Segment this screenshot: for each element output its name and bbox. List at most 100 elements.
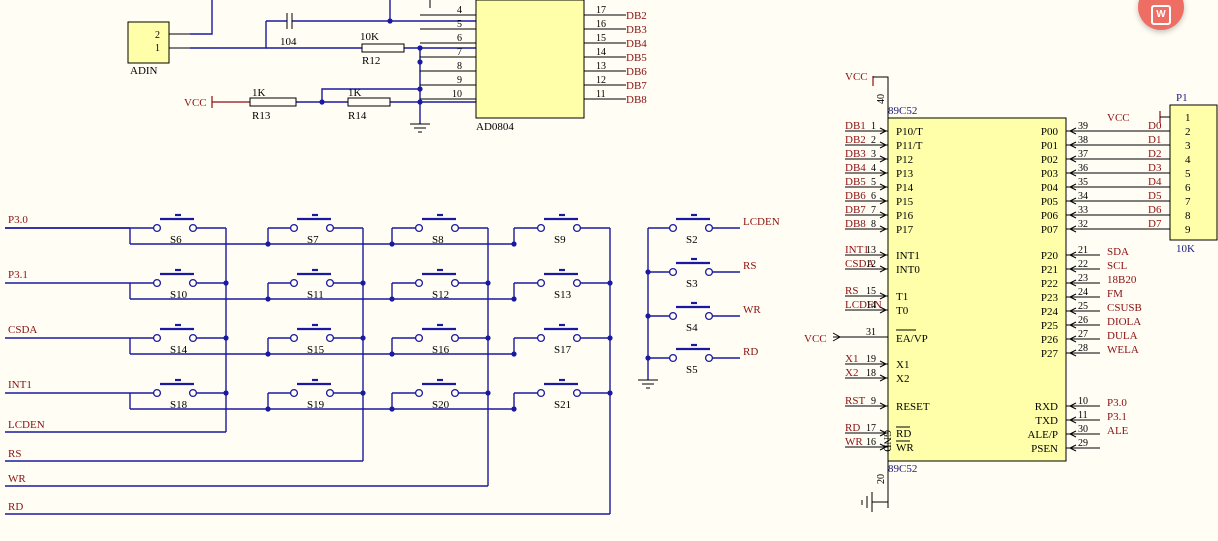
mcu-pin-reset-num: 9 (871, 396, 876, 407)
p1-pin-6: 6 (1185, 182, 1191, 194)
mcu-PSEN-num: 29 (1078, 438, 1088, 449)
S12-contact-right (450, 278, 460, 288)
adc-net-DB5: DB5 (626, 52, 647, 64)
mcu-pin-T0-arrow (879, 306, 888, 314)
mcu-pin-T1-label: T1 (896, 291, 908, 303)
mcu-pin-P15-num: 6 (871, 191, 876, 202)
mcu-D3-net: D3 (1148, 162, 1162, 174)
parts-layer (127, 0, 1218, 512)
mcu-ALE-P-num: 30 (1078, 424, 1088, 435)
mcu-pin-T0-num: 14 (866, 300, 876, 311)
mcu-pin-P16-arrow (879, 211, 888, 219)
mcu-top-name: 89C52 (888, 105, 917, 117)
mcu-pin-P10-T-label: P10/T (896, 126, 923, 138)
mcu-P24-net: CSUSB (1107, 302, 1142, 314)
S11-label: S11 (307, 289, 324, 301)
mcu-RXD-arrow (1068, 402, 1077, 410)
mcu-pin-P13-label: P13 (896, 168, 914, 180)
junction-row-0-1 (265, 241, 271, 247)
adc-right-pin-num-11: 11 (596, 89, 606, 100)
mcu-pin-P11-T-num: 2 (871, 135, 876, 146)
mcu-vcc-lead (873, 76, 889, 118)
S19-contact-right (325, 388, 335, 398)
S20-contact-left (414, 388, 424, 398)
mcu-pin-INT0-label: INT0 (896, 264, 920, 276)
mcu-pin-P17-net: DB8 (845, 218, 866, 230)
S5-net: RD (743, 346, 758, 358)
row-label-P3.1: P3.1 (8, 269, 28, 281)
mcu-pin-INT1-arrow (879, 251, 888, 259)
mcu-P01-num: 38 (1078, 135, 1088, 146)
mcu-ALE-P-net: ALE (1107, 425, 1129, 437)
mcu-pin-X2-arrow (879, 374, 888, 382)
mcu-P27-num: 28 (1078, 343, 1088, 354)
S21-contact-left (536, 388, 546, 398)
S14-contact-left (152, 333, 162, 343)
adc-net-DB8: DB8 (626, 94, 647, 106)
mcu-RXD-label: RXD (1035, 401, 1058, 413)
mcu-RXD-num: 10 (1078, 396, 1088, 407)
mcu-P03-num: 36 (1078, 163, 1088, 174)
mcu-P22-label: P22 (1041, 278, 1058, 290)
mcu-ea-num: 31 (866, 327, 876, 338)
mcu-pin-INT0-num: 12 (866, 259, 876, 270)
S5-contact-right (704, 353, 714, 363)
r13-value: 1K (252, 87, 266, 99)
row-label-P3.0: P3.0 (8, 214, 28, 226)
mcu-P27-label: P27 (1041, 348, 1059, 360)
mcu-P27-net: WELA (1107, 344, 1139, 356)
junction-row-0-2 (389, 241, 395, 247)
mcu-pin-P16-num: 7 (871, 205, 876, 216)
mcu-P22-num: 23 (1078, 273, 1088, 284)
col-label-WR: WR (8, 473, 26, 485)
S20-contact-right (450, 388, 460, 398)
p1-pin-3: 3 (1185, 140, 1191, 152)
mcu-pin-T0-net: LCDEN (845, 299, 882, 311)
junction-col-2-2 (485, 335, 491, 341)
mcu-RXD-net: P3.0 (1107, 397, 1127, 409)
r13-name: R13 (252, 110, 271, 122)
p1-pin-2: 2 (1185, 126, 1191, 138)
junction-col-1-1 (360, 280, 366, 286)
mcu-p0-5-arrow (1068, 197, 1077, 205)
mcu-P01-label: P01 (1041, 140, 1058, 152)
junction-row-3-3 (511, 406, 517, 412)
mcu-ALE-P-arrow (1068, 430, 1077, 438)
adc-left-pin-num-8: 8 (457, 61, 462, 72)
mcu-p0-0-arrow (1068, 127, 1077, 135)
mcu-D7-net: D7 (1148, 218, 1162, 230)
adin-net-mid (190, 28, 267, 49)
S16-contact-right (450, 333, 460, 343)
S14-label: S14 (170, 344, 188, 356)
mcu-vcc-label: VCC (845, 71, 868, 83)
junction-row-3-1 (265, 406, 271, 412)
col-label-LCDEN: LCDEN (8, 419, 45, 431)
junction-col-0-1 (223, 280, 229, 286)
mcu-PSEN-arrow (1068, 444, 1077, 452)
junction-row-2-2 (389, 351, 395, 357)
mcu-ea-arrow (832, 332, 842, 342)
mcu-PSEN-label: PSEN (1031, 443, 1058, 455)
junction-r12 (417, 45, 423, 51)
S18-label: S18 (170, 399, 188, 411)
adin-name: ADIN (130, 65, 158, 77)
mcu-P20-num: 21 (1078, 245, 1088, 256)
adc-left-pin-num-7: 7 (457, 47, 462, 58)
S17-contact-right (572, 333, 582, 343)
S16-contact-left (414, 333, 424, 343)
mcu-p0-1-arrow (1068, 141, 1077, 149)
mcu-P21-num: 22 (1078, 259, 1088, 270)
S2-contact-right (704, 223, 714, 233)
mcu-TXD-net: P3.1 (1107, 411, 1127, 423)
mcu-pin-P11-T-arrow (879, 141, 888, 149)
mcu-p0-7-arrow (1068, 225, 1077, 233)
mcu-pin-WR-net: WR (845, 436, 863, 448)
mcu-P22-arrow (1068, 279, 1077, 287)
vcc-r13: VCC (184, 97, 207, 109)
mcu-pin-X1-net: X1 (845, 353, 858, 365)
S5-contact-left (668, 353, 678, 363)
r13-body (249, 97, 297, 107)
col-label-RS: RS (8, 448, 21, 460)
junction-row-2-3 (511, 351, 517, 357)
p1-connector-body (1169, 104, 1218, 241)
